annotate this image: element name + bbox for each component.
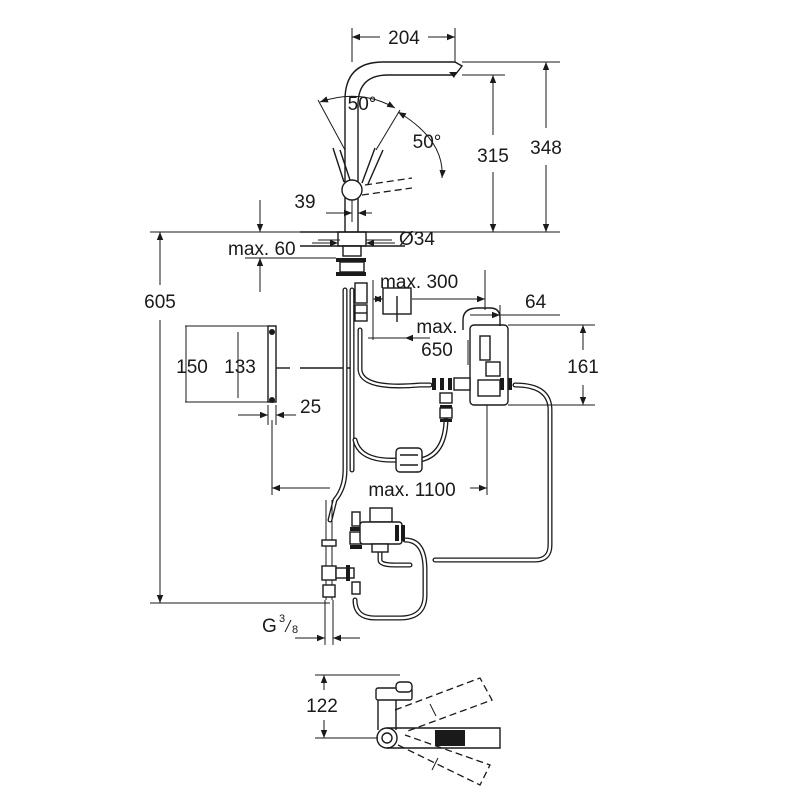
dimension-hole-diameter: Ø34 [312,229,435,250]
dimension-angle-2: 50° [375,109,446,179]
dimension-lever-offset: 39 [294,192,372,222]
dimension-bracket-150: 150 [176,325,268,403]
top-122-label: 122 [306,696,338,717]
faucet-top-view [375,677,501,786]
dimension-161: 161 [508,324,599,406]
hose-connectors [354,282,368,322]
depth-605-label: 605 [144,292,176,313]
faucet-side-view [300,61,464,276]
mounting-bracket [267,325,350,403]
thread-num-label: 3 [279,613,285,625]
dim-161-label: 161 [567,357,599,378]
dimension-top-122: 122 [306,674,400,739]
hose-weight [395,447,423,473]
supply-hoses [327,287,553,621]
angle-valves [321,500,405,600]
hole-diameter-label: Ø34 [399,229,435,250]
dimension-height-348: 348 [462,61,562,232]
height-348-label: 348 [530,138,562,159]
lever-offset-label: 39 [294,192,315,213]
dimension-bracket-133: 133 [224,332,256,398]
bracket-150-label: 150 [176,357,208,378]
max-650-label-a: max. [416,317,457,338]
dimension-max-deck: max. 60 [228,200,336,292]
dimension-max-1100: max. 1100 [271,405,488,501]
dimension-height-315: 315 [405,74,560,233]
dimension-angle-1: 50° [317,94,396,151]
dimension-spout-reach: 204 [351,28,456,62]
spout-reach-label: 204 [388,28,420,49]
faucet-base [337,231,367,247]
dimension-max-300: max. 300 [372,270,486,340]
max-deck-label: max. 60 [228,239,296,260]
dimension-64: 64 [470,292,560,325]
dimension-bracket-25: 25 [238,397,321,425]
max-1100-label: max. 1100 [368,480,455,501]
max-300-label: max. 300 [380,272,458,293]
dimension-max-650: max. 650 [368,317,469,365]
thread-den-label: 8 [292,624,298,636]
dimension-thread: G 3 8 [262,600,360,645]
angle-2-label: 50° [413,132,442,153]
control-box [382,287,512,422]
bracket-133-label: 133 [224,357,256,378]
angle-1-label: 50° [348,94,377,115]
dimension-depth-605: 605 [144,231,330,604]
height-315-label: 315 [477,146,509,167]
thread-g-label: G [262,616,277,637]
dim-64-label: 64 [525,292,547,313]
max-650-label-b: 650 [421,340,453,361]
bracket-25-label: 25 [300,397,321,418]
lever-pivot [341,179,363,201]
